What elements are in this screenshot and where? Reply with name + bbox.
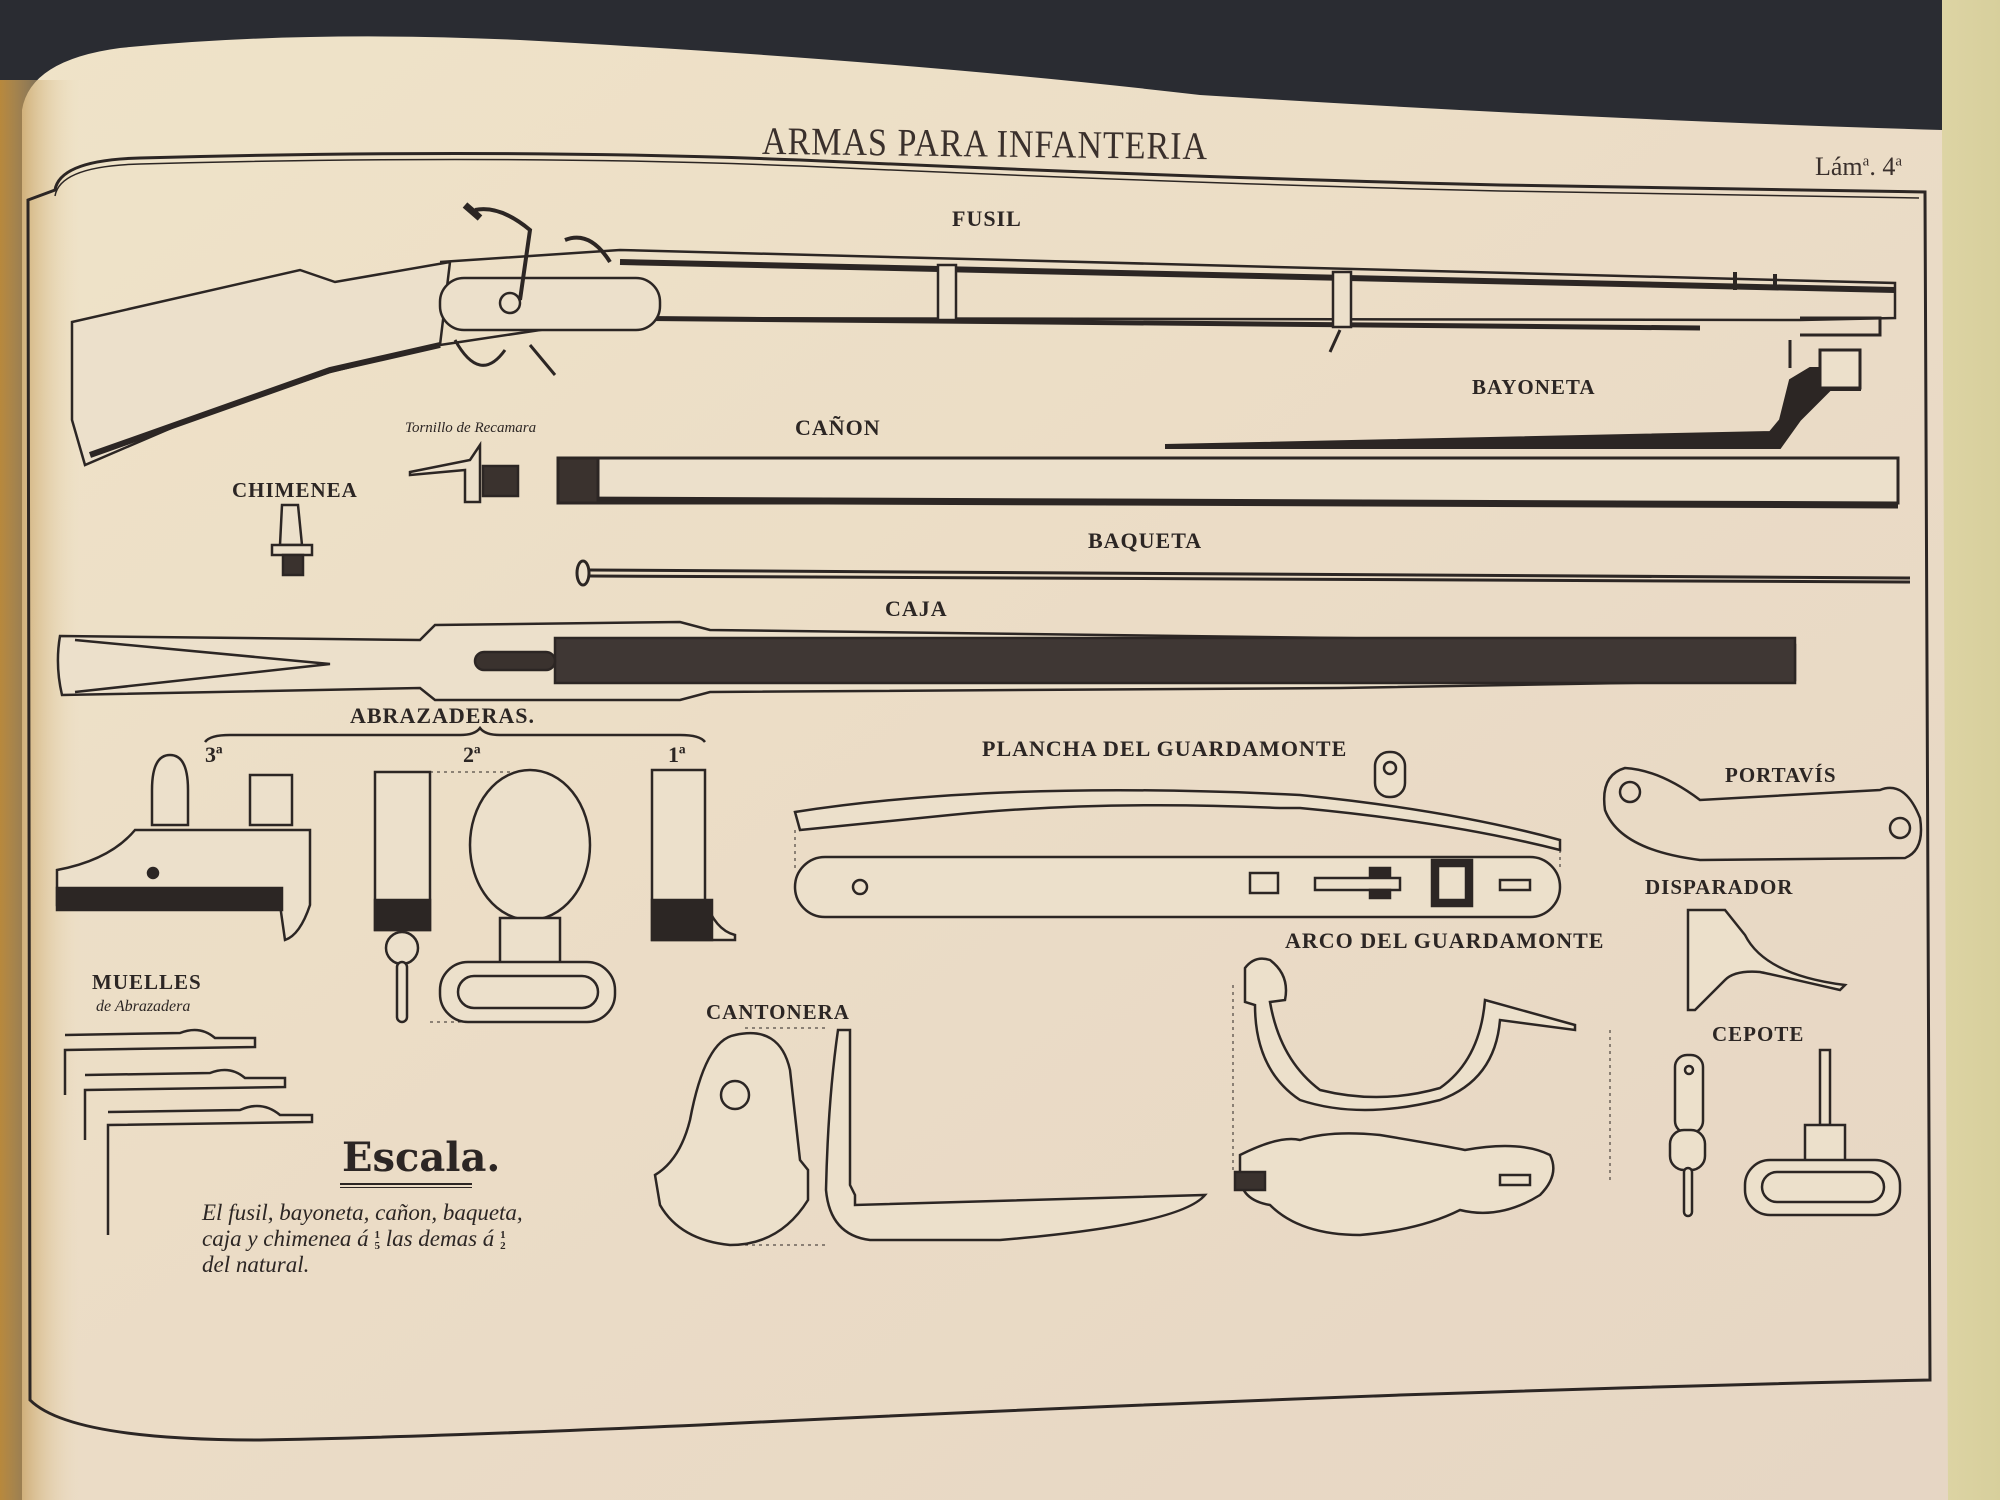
adjacent-page-edge xyxy=(1942,0,2000,1500)
label-arco: ARCO DEL GUARDAMONTE xyxy=(1285,928,1605,953)
muelles-drawing xyxy=(63,1028,314,1235)
label-tornillo: Tornillo de Recamara xyxy=(405,420,537,436)
plate-number-sup2: a xyxy=(1895,153,1902,170)
canon-drawing xyxy=(556,456,1900,509)
label-cepote: CEPOTE xyxy=(1712,1022,1805,1046)
chimenea-drawing xyxy=(270,503,314,577)
plancha-drawing xyxy=(793,750,1562,919)
abrazadera-2-drawing xyxy=(373,768,617,1024)
frac2-den: 2 xyxy=(500,1239,506,1252)
label-abrazadera-3: 3ª xyxy=(205,742,223,767)
arco-drawing xyxy=(1233,957,1577,1237)
abrazadera-3-drawing xyxy=(55,753,312,942)
label-bayoneta: BAYONETA xyxy=(1472,375,1596,399)
plate-number: Láma. 4a xyxy=(1815,152,1902,181)
bayoneta-drawing xyxy=(1164,340,1862,449)
label-cantonera: CANTONERA xyxy=(706,1000,850,1024)
plate-number-main: Lám xyxy=(1815,152,1863,181)
frac2-num: 1 xyxy=(500,1228,506,1241)
frac1-num: 1 xyxy=(374,1228,380,1241)
book-page xyxy=(22,36,1948,1500)
fusil-drawing xyxy=(70,202,1897,467)
page-gutter-shadow xyxy=(0,80,80,1500)
frac1-den: 5 xyxy=(374,1239,380,1252)
cantonera-drawing xyxy=(653,1028,1208,1247)
label-plancha: PLANCHA DEL GUARDAMONTE xyxy=(982,736,1348,761)
scale-heading-rule xyxy=(340,1183,472,1188)
label-chimenea: CHIMENEA xyxy=(232,478,358,502)
scale-note-line2b: las demas á xyxy=(385,1226,495,1251)
caja-drawing xyxy=(56,620,1797,702)
label-canon: CAÑON xyxy=(795,415,881,440)
label-caja: CAJA xyxy=(885,596,948,621)
label-abrazadera-2: 2ª xyxy=(463,742,481,767)
label-fusil: FUSIL xyxy=(952,206,1022,231)
disparador-drawing xyxy=(1686,908,1848,1012)
tornillo-drawing xyxy=(408,440,520,504)
label-muelles: MUELLES xyxy=(92,970,202,994)
plate-title: ARMAS PARA INFANTERIA xyxy=(761,120,1209,169)
abrazaderas-bracket xyxy=(203,725,707,743)
scale-heading: Escala. xyxy=(342,1134,501,1181)
label-portavis: PORTAVÍS xyxy=(1725,763,1837,787)
scale-note-line2a: caja y chimenea á xyxy=(202,1226,369,1251)
cepote-drawing xyxy=(1668,1048,1902,1218)
plate-number-sup1: a xyxy=(1862,153,1870,170)
label-muelles-sub: de Abrazadera xyxy=(96,998,191,1015)
plate-border xyxy=(26,151,1932,1442)
portavis-drawing xyxy=(1602,766,1923,862)
plate-number-num: 4 xyxy=(1882,152,1896,181)
alignment-guides xyxy=(430,771,1611,1246)
label-disparador: DISPARADOR xyxy=(1645,875,1794,899)
label-abrazaderas: ABRAZADERAS. xyxy=(350,703,535,728)
scale-note-line1: El fusil, bayoneta, cañon, baqueta, xyxy=(202,1200,523,1225)
scale-note: El fusil, bayoneta, cañon, baqueta, caja… xyxy=(202,1200,523,1278)
scale-note-line3: del natural. xyxy=(202,1252,310,1277)
abrazadera-1-drawing xyxy=(650,768,737,942)
label-baqueta: BAQUETA xyxy=(1088,528,1203,553)
baqueta-drawing xyxy=(575,559,1911,587)
label-abrazadera-1: 1ª xyxy=(668,742,686,767)
